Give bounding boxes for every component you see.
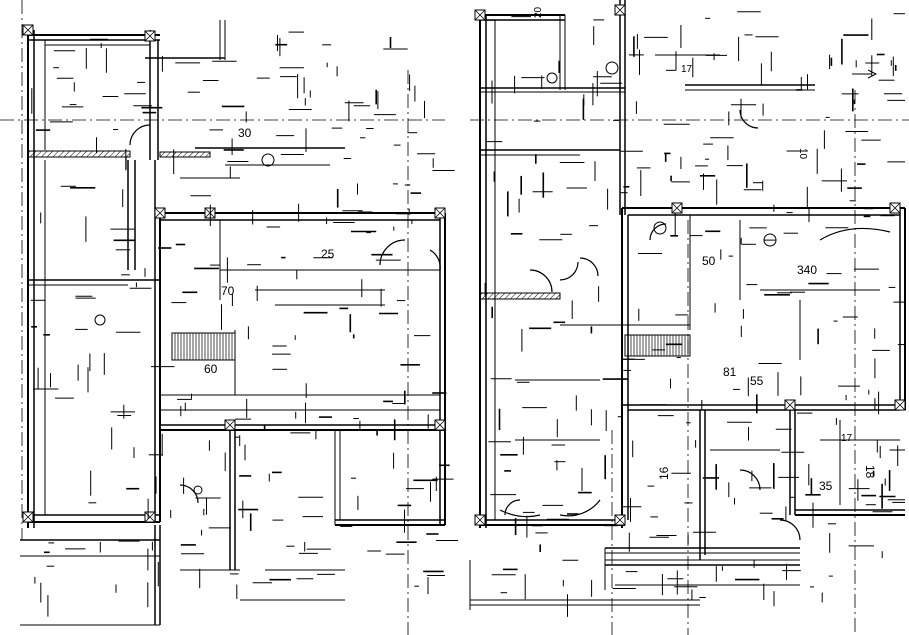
column-marker — [434, 419, 446, 431]
dimension-label: 81 — [723, 365, 737, 379]
dimension-label: 55 — [750, 374, 764, 388]
column-cross — [224, 419, 236, 431]
drawing-fragments — [30, 11, 905, 617]
column-marker — [224, 419, 236, 431]
column-cross — [434, 207, 446, 219]
column-marker — [434, 207, 446, 219]
fixture-circle — [653, 221, 667, 235]
column-marker — [474, 514, 486, 526]
fixture-circle — [193, 485, 203, 495]
door-swings — [94, 61, 891, 541]
door-swing — [179, 484, 199, 504]
door-swing — [504, 499, 521, 516]
door-swing — [559, 261, 579, 281]
dimension-label: 70 — [221, 284, 235, 298]
dimension-label: 20 — [533, 6, 544, 18]
dimension-labels: 30 25 340 55 81 50 20 18 35 17 17 10 60 … — [204, 6, 877, 493]
column-marker — [614, 514, 626, 526]
dimension-label: 18 — [863, 465, 877, 479]
column-cross — [22, 24, 34, 36]
dimension-label: 16 — [657, 466, 671, 480]
column-marker — [474, 9, 486, 21]
door-swing — [819, 227, 891, 241]
door-swing — [499, 509, 541, 518]
stairs — [171, 332, 691, 361]
north-arrow-icon — [852, 69, 878, 79]
column-cross — [434, 419, 446, 431]
column-marker — [22, 24, 34, 36]
column-marker — [144, 511, 156, 523]
door-swing — [379, 239, 406, 266]
fixture-circle — [94, 314, 106, 326]
dimension-label: 50 — [702, 254, 716, 268]
dimension-label: 10 — [797, 148, 808, 160]
hatched-band — [27, 150, 131, 158]
fixture-circle — [261, 153, 275, 167]
stair-outline — [624, 334, 691, 357]
dimension-label: 35 — [819, 479, 833, 493]
column-markers — [22, 4, 906, 526]
door-swing — [579, 257, 599, 277]
column-cross — [671, 202, 683, 214]
column-cross — [154, 207, 166, 219]
column-marker — [784, 399, 796, 411]
column-cross — [784, 399, 796, 411]
column-cross — [474, 514, 486, 526]
column-cross — [144, 511, 156, 523]
fixture-circle — [546, 72, 558, 84]
door-swing — [779, 519, 801, 541]
door-swing — [559, 499, 601, 517]
column-cross — [22, 511, 34, 523]
column-cross — [474, 9, 486, 21]
column-marker — [889, 202, 901, 214]
column-cross — [889, 202, 901, 214]
door-swing — [129, 124, 151, 146]
column-cross — [614, 4, 626, 16]
fixture-circle — [605, 61, 619, 75]
dimension-label: 25 — [321, 247, 335, 261]
hatched-band — [479, 292, 561, 300]
door-swing — [739, 469, 761, 491]
column-cross — [144, 30, 156, 42]
column-marker — [671, 202, 683, 214]
hatched-band — [159, 151, 211, 158]
column-marker — [894, 399, 906, 411]
dimension-label: 30 — [238, 126, 252, 140]
dimension-label: 60 — [204, 362, 218, 376]
dimension-label: 17 — [841, 433, 853, 444]
dimension-label: 340 — [797, 263, 817, 277]
stair-outline — [171, 332, 236, 361]
door-swing — [649, 223, 667, 241]
column-marker — [144, 30, 156, 42]
door-swing — [529, 269, 553, 293]
column-marker — [614, 4, 626, 16]
column-marker — [22, 511, 34, 523]
column-cross — [614, 514, 626, 526]
walls — [20, 0, 906, 626]
column-marker — [154, 207, 166, 219]
dimension-label: 17 — [681, 64, 693, 75]
column-cross — [894, 399, 906, 411]
door-swing — [739, 109, 759, 129]
door-swing — [429, 249, 441, 271]
